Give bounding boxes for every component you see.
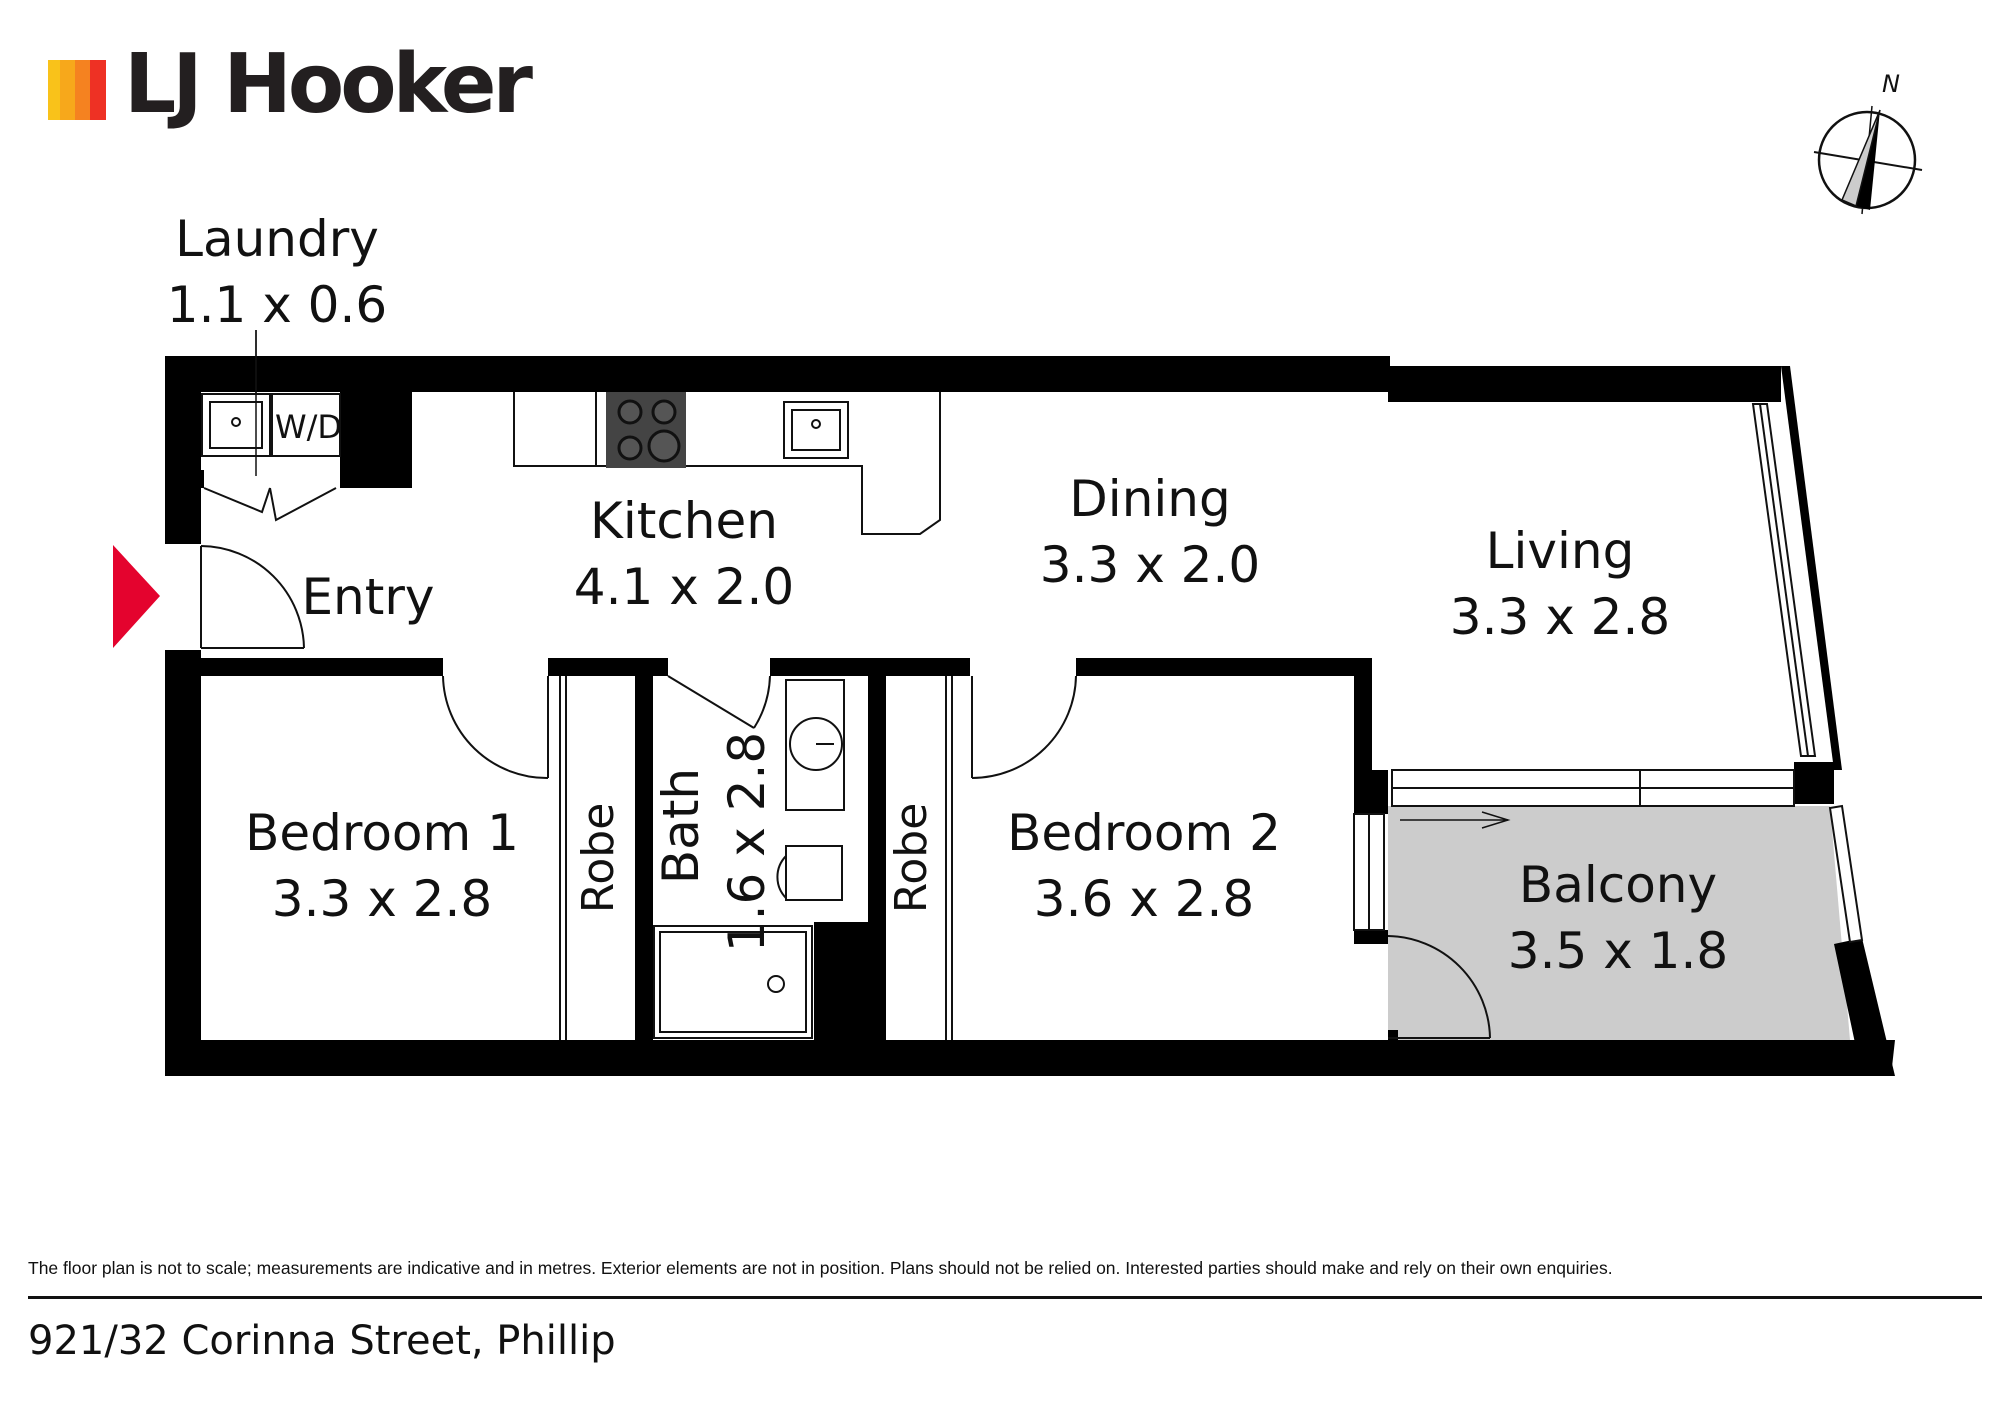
dining-size: 3.3 x 2.0 xyxy=(1040,536,1260,594)
property-address: 921/32 Corinna Street, Phillip xyxy=(28,1318,616,1364)
cooktop-icon xyxy=(606,392,686,468)
laundry-name: Laundry xyxy=(175,210,379,268)
footer-divider xyxy=(28,1296,1982,1299)
windows xyxy=(1353,403,1864,944)
balcony-area xyxy=(1388,806,1850,1040)
kitchen-name: Kitchen xyxy=(590,492,778,550)
robe2 xyxy=(945,676,953,1040)
robe2-label: Robe xyxy=(886,803,937,914)
entry-arrow-icon xyxy=(113,545,160,648)
entry-name: Entry xyxy=(301,568,434,626)
bedroom1-name: Bedroom 1 xyxy=(245,804,519,862)
laundry-tub-icon xyxy=(201,330,341,476)
laundry-size: 1.1 x 0.6 xyxy=(167,276,387,334)
bedroom1-size: 3.3 x 2.8 xyxy=(272,870,492,928)
walls xyxy=(165,356,1895,1076)
bedroom2-size: 3.6 x 2.8 xyxy=(1034,870,1254,928)
bedroom1-door xyxy=(442,675,549,780)
kitchen-sink-icon xyxy=(783,401,849,459)
kitchen-bench xyxy=(513,392,941,535)
bath-name: Bath xyxy=(652,768,710,884)
balcony-size: 3.5 x 1.8 xyxy=(1508,922,1728,980)
compass-north-label: N xyxy=(1882,70,1900,98)
balcony-door xyxy=(1387,935,1491,1039)
washer-dryer-label: W/D xyxy=(275,408,342,446)
bedroom2-name: Bedroom 2 xyxy=(1007,804,1281,862)
living-size: 3.3 x 2.8 xyxy=(1450,588,1670,646)
bath-size: 1.6 x 2.8 xyxy=(718,732,776,952)
north-compass-icon: N xyxy=(1813,70,1923,215)
brand-logo-text: LJ Hooker xyxy=(124,37,533,132)
lj-hooker-logo-mark xyxy=(48,60,106,120)
laundry-bifold-doors xyxy=(203,487,337,522)
kitchen-size: 4.1 x 2.0 xyxy=(574,558,794,616)
robe1 xyxy=(559,676,567,1040)
disclaimer-text: The floor plan is not to scale; measurem… xyxy=(28,1258,1613,1278)
robe1-label: Robe xyxy=(573,803,624,914)
balcony-name: Balcony xyxy=(1519,856,1717,914)
bath-fixtures xyxy=(653,679,845,1039)
bath-door xyxy=(667,675,771,729)
entry-door xyxy=(200,545,305,649)
living-name: Living xyxy=(1486,522,1635,580)
bedroom2-door xyxy=(971,675,1077,779)
dining-name: Dining xyxy=(1069,470,1230,528)
